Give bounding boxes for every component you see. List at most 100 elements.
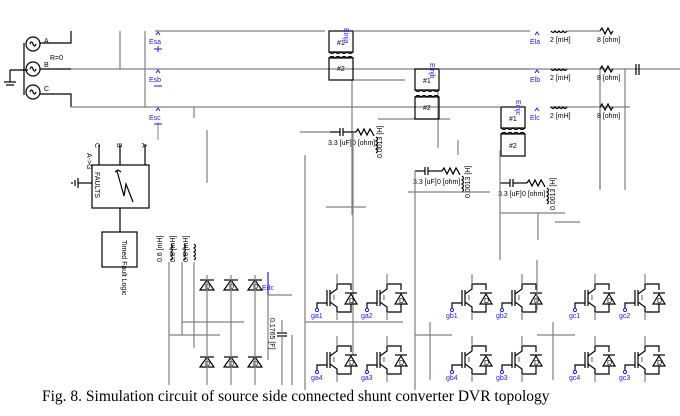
svg-text:I: I (518, 357, 520, 364)
meter-elb: Elb (530, 77, 540, 84)
source-meters: Esa Esb Esc (149, 31, 162, 140)
svg-text:D: D (349, 360, 354, 367)
svg-text:Esa: Esa (149, 39, 161, 46)
load-inductance-c: 2 [mH] (550, 113, 571, 120)
voltmeter-esa: Esa (149, 31, 162, 52)
dc-capacitance: 0.1765 [F] (268, 318, 275, 350)
svg-text:D: D (484, 298, 489, 305)
gate-label: gc3 (619, 375, 630, 382)
svg-text:I: I (333, 295, 335, 302)
filter-b: 3.3 [uF] 0 [ohm] 0.0013 [H] (413, 166, 472, 198)
bus-lines (71, 30, 680, 215)
series-transformer-a: #1 #2 Einja (328, 28, 354, 81)
rect-inductance-1: 0.6 [mH] (157, 235, 164, 262)
svg-text:0.0013 [H]: 0.0013 [H] (377, 126, 384, 158)
meter-einja: Einja (342, 28, 349, 44)
fault-block: C B A A->G FAULTS (71, 143, 150, 232)
voltmeter-esb: Esb (149, 69, 162, 87)
svg-text:0 [ohm]: 0 [ohm] (437, 179, 460, 186)
rectifier: 0.6 [mH] 0.6 [mH] 0.6 [mH] D D D D D D (157, 235, 293, 385)
load-resistance-b: 8 [ohm] (597, 75, 620, 82)
meter-edc: Edc (262, 285, 275, 292)
gate-label: gb4 (446, 375, 458, 382)
rect-inductance-3: 0.6 [mH] (183, 235, 190, 262)
series-transformer-c: #1 #2 Einjc (500, 100, 526, 157)
timed-fault-logic: Timed Fault Logic (101, 231, 138, 296)
meter-einjb: Einjb (428, 63, 435, 79)
svg-text:I: I (591, 295, 593, 302)
svg-text:I: I (468, 357, 470, 364)
gate-label: gb2 (496, 313, 508, 320)
fault-block-label: FAULTS (93, 172, 100, 198)
svg-text:I: I (518, 295, 520, 302)
svg-text:I: I (591, 357, 593, 364)
gate-label: gc1 (569, 313, 580, 320)
meter-ela: Ela (530, 39, 540, 46)
filter-a: 3.3 [uF] 0 [ohm] 0.0013 [H] (328, 126, 384, 158)
ac-source-b-icon (25, 61, 41, 77)
gate-label: gb1 (446, 313, 458, 320)
ac-source-c-icon (25, 84, 41, 100)
fault-input-c: C (93, 143, 100, 148)
ground-icon (4, 70, 16, 86)
svg-text:#1: #1 (509, 116, 517, 123)
phase-label-a: A (44, 38, 49, 45)
gate-label: ga2 (361, 313, 373, 320)
svg-text:3.3 [uF]: 3.3 [uF] (328, 140, 352, 147)
gate-label: ga4 (311, 375, 323, 382)
load-resistance-c: 8 [ohm] (597, 113, 620, 120)
svg-text:#2: #2 (509, 143, 517, 150)
svg-text:0 [ohm]: 0 [ohm] (352, 140, 375, 147)
load-branch-c: Elc 2 [mH] 8 [ohm] (530, 102, 620, 122)
meter-einjc: Einjc (514, 100, 521, 116)
load-inductance-b: 2 [mH] (550, 75, 571, 82)
gate-label: ga1 (311, 313, 323, 320)
fault-type-label: A->G (85, 153, 92, 170)
load-inductance-a: 2 [mH] (550, 37, 571, 44)
load-resistance-a: 8 [ohm] (597, 37, 620, 44)
svg-text:I: I (383, 357, 385, 364)
svg-text:I: I (383, 295, 385, 302)
load-branch-b: Elb 2 [mH] 8 [ohm] (530, 64, 640, 84)
svg-text:#2: #2 (337, 66, 345, 73)
svg-text:3.3 [uF]: 3.3 [uF] (498, 191, 522, 198)
svg-text:Esb: Esb (149, 77, 161, 84)
svg-text:D: D (399, 360, 404, 367)
rect-inductance-2: 0.6 [mH] (170, 235, 177, 262)
load-branch-a: Ela 2 [mH] 8 [ohm] (530, 26, 620, 46)
svg-text:0 [ohm]: 0 [ohm] (522, 191, 545, 198)
svg-text:Esc: Esc (149, 115, 161, 122)
svg-text:0.0013 [H]: 0.0013 [H] (465, 166, 472, 198)
gate-label: gc2 (619, 313, 630, 320)
ac-source-a-icon (25, 36, 41, 52)
gate-label: ga3 (361, 375, 373, 382)
svg-text:I: I (641, 357, 643, 364)
svg-text:D: D (657, 298, 662, 305)
phase-label-c: C (44, 86, 49, 93)
filter-c: 3.3 [uF] 0 [ohm] 0.0013 [H] (498, 178, 557, 210)
svg-text:0.0013 [H]: 0.0013 [H] (550, 178, 557, 210)
svg-text:D: D (607, 360, 612, 367)
svg-text:D: D (484, 360, 489, 367)
svg-text:3.3 [uF]: 3.3 [uF] (413, 179, 437, 186)
svg-text:D: D (607, 298, 612, 305)
svg-text:#1: #1 (337, 40, 345, 47)
meter-elc: Elc (530, 115, 540, 122)
svg-text:Timed Fault Logic: Timed Fault Logic (120, 240, 127, 296)
svg-text:D: D (657, 360, 662, 367)
three-phase-source: A B C R=0 (4, 31, 72, 107)
gate-label: gb3 (496, 375, 508, 382)
voltmeter-esc: Esc (149, 107, 162, 140)
